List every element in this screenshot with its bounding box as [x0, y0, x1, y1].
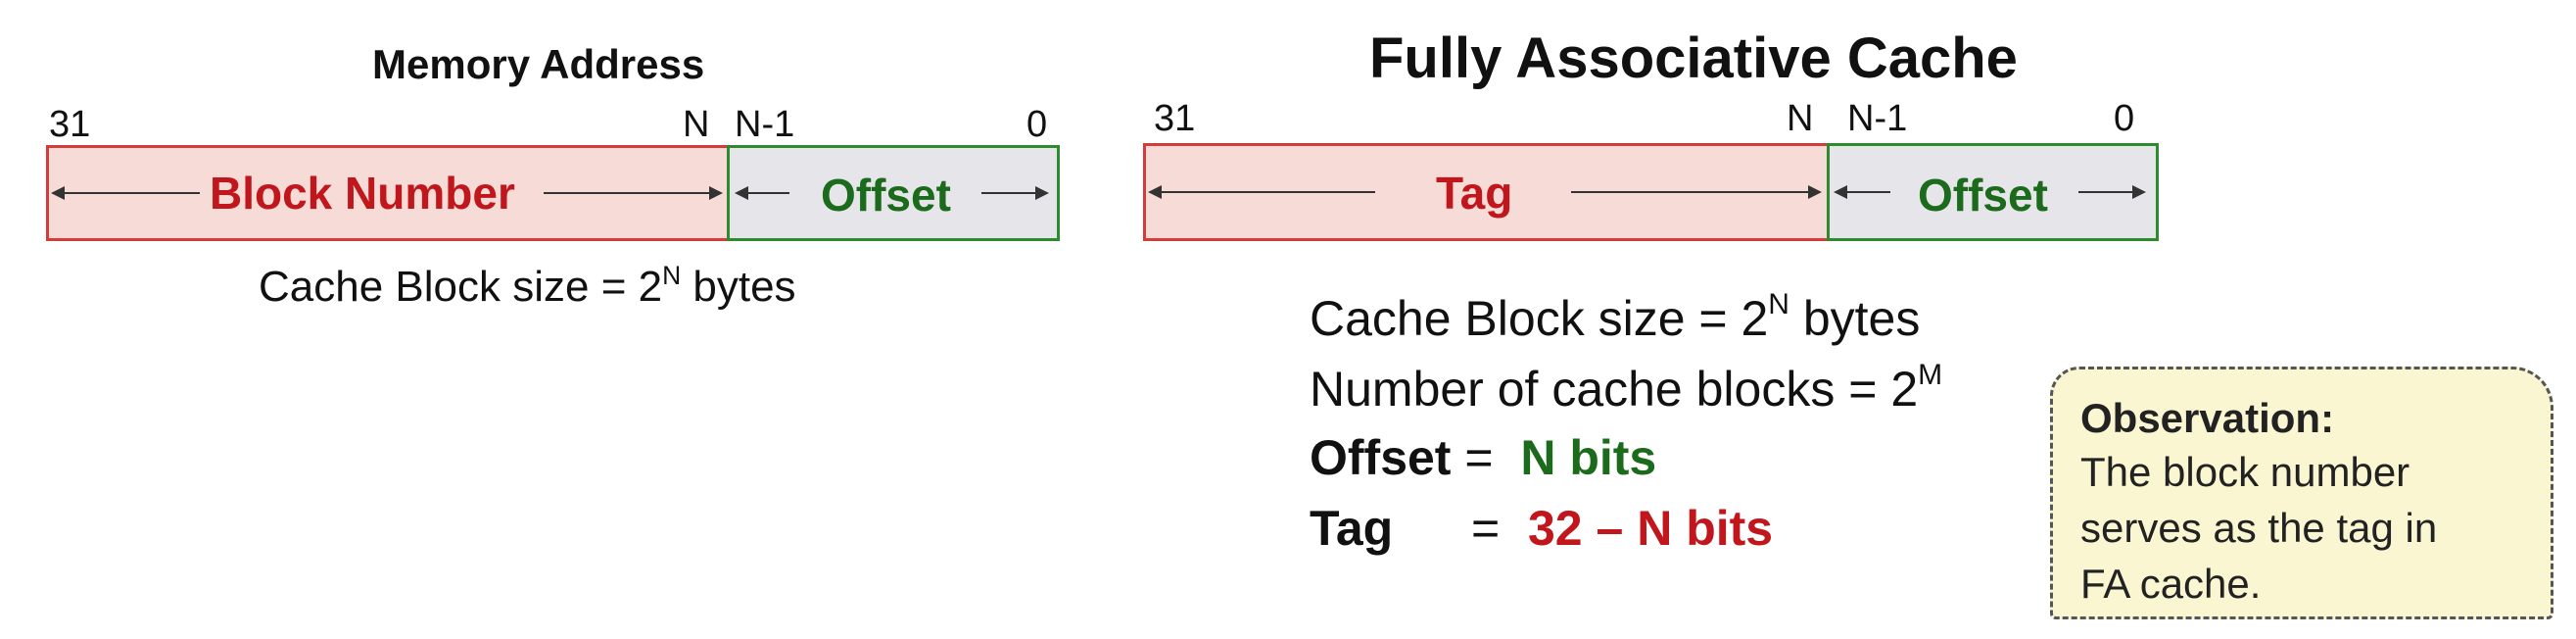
arrow-right-head [709, 186, 723, 200]
block-number-label: Block Number [210, 168, 515, 219]
arrow-left-head [1148, 185, 1162, 199]
offset-bits-line: Offset = N bits [1310, 430, 1657, 485]
bit-label-n: N [1787, 98, 1814, 139]
num-blocks-line: Number of cache blocks = 2M [1310, 359, 1943, 417]
offset-label: Offset [1918, 170, 2048, 221]
bit-label-31: 31 [49, 104, 91, 145]
tag-equals: = [1471, 501, 1501, 556]
bit-label-0: 0 [1026, 104, 1048, 145]
block-size-line: Cache Block size = 2N bytes [1310, 288, 1921, 346]
block-size-caption: Cache Block size = 2N bytes [259, 261, 796, 311]
arrow-left-head [1834, 185, 1847, 199]
arrow-line [1845, 191, 1890, 193]
arrow-right-head [1035, 186, 1049, 200]
observation-title: Observation: [2080, 395, 2335, 441]
tag-name: Tag [1310, 501, 1394, 556]
arrow-line [1160, 191, 1375, 193]
arrow-right-head [2132, 185, 2146, 199]
offset-bits-value: N bits [1520, 430, 1657, 485]
arrow-right-head [1808, 185, 1822, 199]
bit-label-0: 0 [2114, 98, 2135, 139]
arrow-line [544, 192, 710, 194]
observation-line: FA cache. [2080, 561, 2262, 607]
arrow-line [1571, 191, 1808, 193]
bit-label-n: N [683, 104, 710, 145]
tag-bits-line: Tag [1310, 500, 1393, 557]
offset-label: Offset [821, 170, 951, 221]
tag-label: Tag [1436, 168, 1513, 219]
bit-label-n-minus-1: N-1 [735, 104, 795, 145]
observation-note: Observation: The block number serves as … [2050, 367, 2553, 619]
bit-label-31: 31 [1154, 98, 1196, 139]
arrow-line [2078, 191, 2133, 193]
bit-label-n-minus-1: N-1 [1847, 98, 1908, 139]
arrow-line [981, 192, 1036, 194]
memory-address-title: Memory Address [372, 41, 705, 87]
arrow-left-head [51, 186, 65, 200]
arrow-line [746, 192, 789, 194]
fa-cache-title: Fully Associative Cache [1369, 26, 2018, 90]
observation-line: serves as the tag in [2080, 505, 2438, 551]
arrow-line [63, 192, 200, 194]
observation-line: The block number [2080, 449, 2410, 495]
offset-name: Offset [1310, 430, 1452, 485]
tag-bits-value: 32 – N bits [1528, 501, 1774, 556]
arrow-left-head [735, 186, 748, 200]
